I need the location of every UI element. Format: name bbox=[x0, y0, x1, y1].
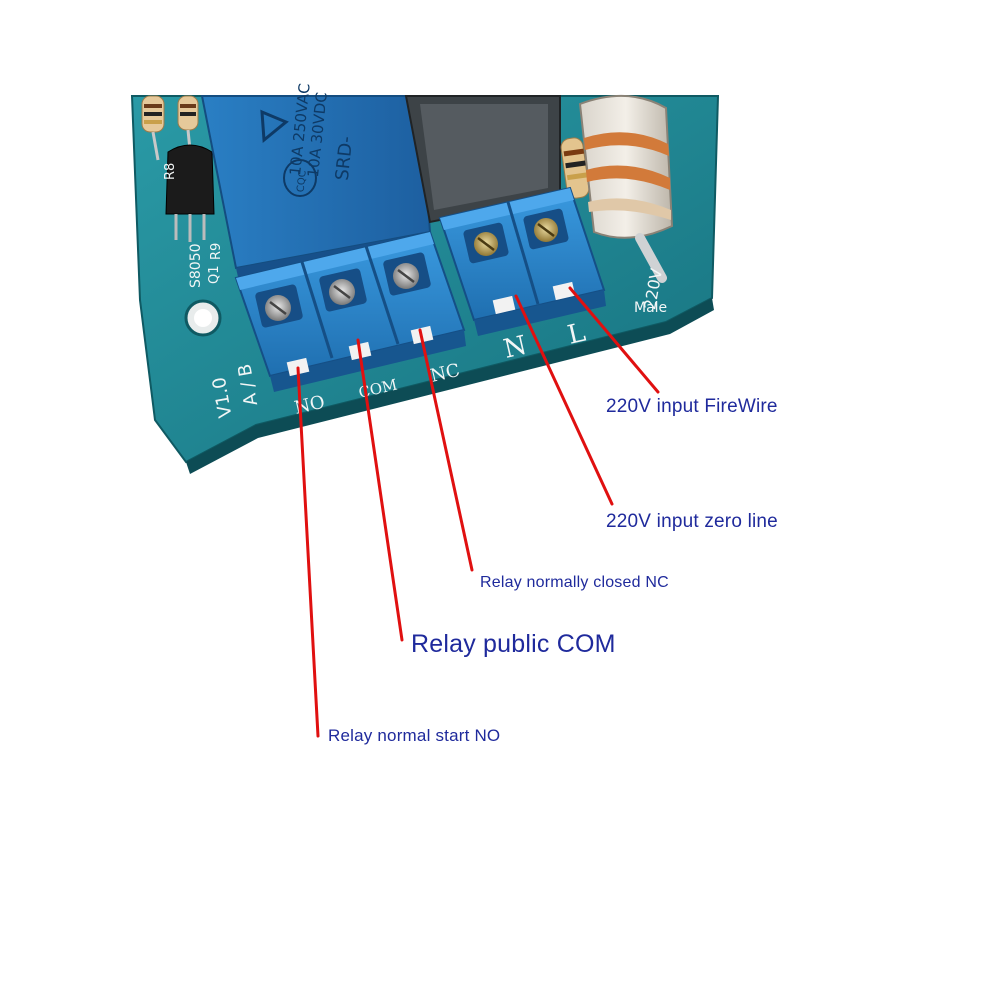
cqc-mark-icon bbox=[283, 159, 317, 197]
silk-r8: R8 bbox=[163, 163, 178, 180]
small-resistor bbox=[177, 95, 199, 151]
leader-line-firewire bbox=[568, 286, 660, 394]
leader-line-zero-line bbox=[514, 294, 614, 506]
leader-line-public-com bbox=[356, 338, 404, 642]
relay-cqc-text: CQC bbox=[296, 170, 309, 193]
callout-relay-normally-closed: Relay normally closed NC bbox=[480, 574, 669, 591]
terminal-block-input bbox=[438, 186, 606, 336]
silk-r9: R9 bbox=[209, 243, 224, 260]
callout-relay-public-com: Relay public COM bbox=[411, 630, 616, 658]
callout-220v-input-zero-line: 220V input zero line bbox=[606, 511, 778, 532]
transistor bbox=[165, 144, 215, 215]
callout-220v-input-firewire: 220V input FireWire bbox=[606, 396, 778, 417]
relay-model: SRD- bbox=[332, 135, 358, 181]
silk-s8050: S8050 bbox=[188, 243, 204, 288]
silk-male: Male bbox=[634, 300, 667, 316]
silk-l: L bbox=[565, 318, 589, 351]
terminal-block-output bbox=[234, 230, 466, 392]
leader-line-normally-closed bbox=[418, 328, 474, 572]
silk-q1: Q1 bbox=[207, 265, 222, 284]
leader-line-normal-start bbox=[296, 366, 320, 738]
small-resistor bbox=[141, 95, 165, 161]
warning-triangle-icon bbox=[260, 109, 289, 143]
callout-relay-normal-start: Relay normal start NO bbox=[328, 726, 501, 745]
small-resistor bbox=[560, 137, 590, 199]
power-resistor bbox=[578, 95, 674, 283]
